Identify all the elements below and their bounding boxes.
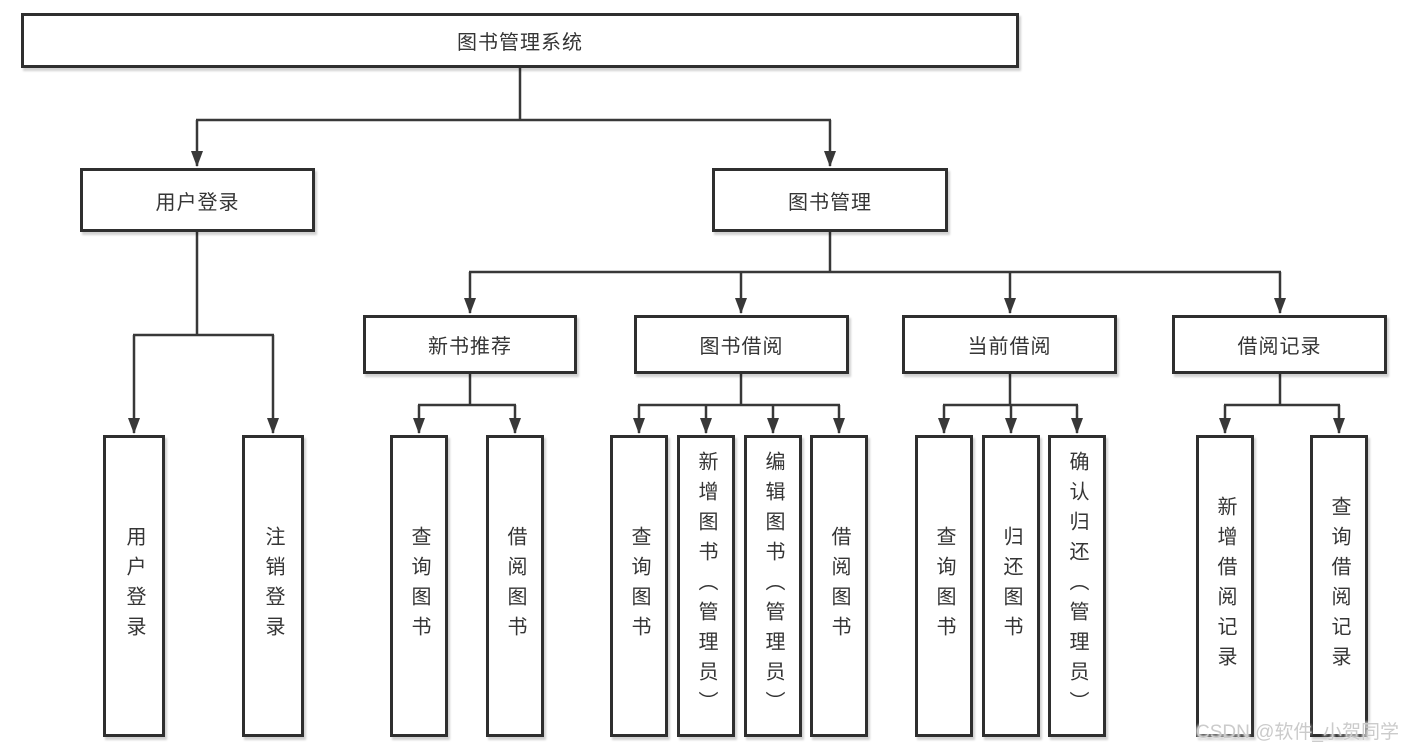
node-current-borrow: 当前借阅 — [902, 315, 1117, 374]
leaf-record-query-label: 查询借阅记录 — [1328, 496, 1350, 676]
leaf-borrow-add-admin-label: 新增图书（管理员） — [695, 451, 717, 721]
leaf-newbook-query: 查询图书 — [390, 435, 448, 737]
leaf-return-book: 归还图书 — [982, 435, 1040, 737]
node-current-borrow-label: 当前借阅 — [967, 336, 1052, 358]
leaf-borrow-edit-admin: 编辑图书（管理员） — [744, 435, 802, 737]
leaf-confirm-return-admin-label: 确认归还（管理员） — [1066, 451, 1088, 721]
leaf-return-book-label: 归还图书 — [1000, 526, 1022, 646]
leaf-current-query-label: 查询图书 — [933, 526, 955, 646]
leaf-newbook-borrow-label: 借阅图书 — [504, 526, 526, 646]
leaf-record-query: 查询借阅记录 — [1310, 435, 1368, 737]
leaf-borrow-query: 查询图书 — [610, 435, 668, 737]
leaf-logout-label: 注销登录 — [262, 526, 284, 646]
leaf-current-query: 查询图书 — [915, 435, 973, 737]
connector-user-login-children — [128, 232, 279, 434]
connector-borrow-record-children — [1219, 374, 1345, 434]
watermark: CSDN @软件_小贺同学 — [1196, 722, 1399, 743]
leaf-borrow-book: 借阅图书 — [810, 435, 868, 737]
leaf-user-login-label: 用户登录 — [123, 526, 145, 646]
leaf-newbook-query-label: 查询图书 — [408, 526, 430, 646]
leaf-borrow-add-admin: 新增图书（管理员） — [677, 435, 735, 737]
leaf-borrow-query-label: 查询图书 — [628, 526, 650, 646]
connector-book-borrow-children — [633, 374, 845, 434]
leaf-record-add-label: 新增借阅记录 — [1214, 496, 1236, 676]
node-user-login-branch: 用户登录 — [80, 168, 315, 232]
node-book-mgmt-branch-label: 图书管理 — [788, 191, 872, 214]
node-book-mgmt-branch: 图书管理 — [712, 168, 948, 232]
leaf-borrow-edit-admin-label: 编辑图书（管理员） — [762, 451, 784, 721]
connector-current-borrow-children — [938, 374, 1083, 434]
node-new-book-rec-label: 新书推荐 — [428, 336, 512, 358]
connector-new-book-children — [413, 374, 521, 434]
connector-root-to-level2 — [191, 68, 836, 167]
leaf-newbook-borrow: 借阅图书 — [486, 435, 544, 737]
leaf-user-login: 用户登录 — [103, 435, 165, 737]
node-book-borrow: 图书借阅 — [634, 315, 849, 374]
leaf-logout: 注销登录 — [242, 435, 304, 737]
node-book-borrow-label: 图书借阅 — [699, 336, 784, 358]
connector-book-mgmt-children — [464, 232, 1286, 314]
node-new-book-rec: 新书推荐 — [363, 315, 577, 374]
node-user-login-branch-label: 用户登录 — [155, 191, 240, 214]
leaf-confirm-return-admin: 确认归还（管理员） — [1048, 435, 1106, 737]
node-root-label: 图书管理系统 — [457, 32, 583, 54]
leaf-record-add: 新增借阅记录 — [1196, 435, 1254, 737]
node-borrow-record-label: 借阅记录 — [1237, 336, 1322, 358]
node-borrow-record: 借阅记录 — [1172, 315, 1387, 374]
leaf-borrow-book-label: 借阅图书 — [828, 526, 850, 646]
node-root: 图书管理系统 — [21, 13, 1019, 68]
